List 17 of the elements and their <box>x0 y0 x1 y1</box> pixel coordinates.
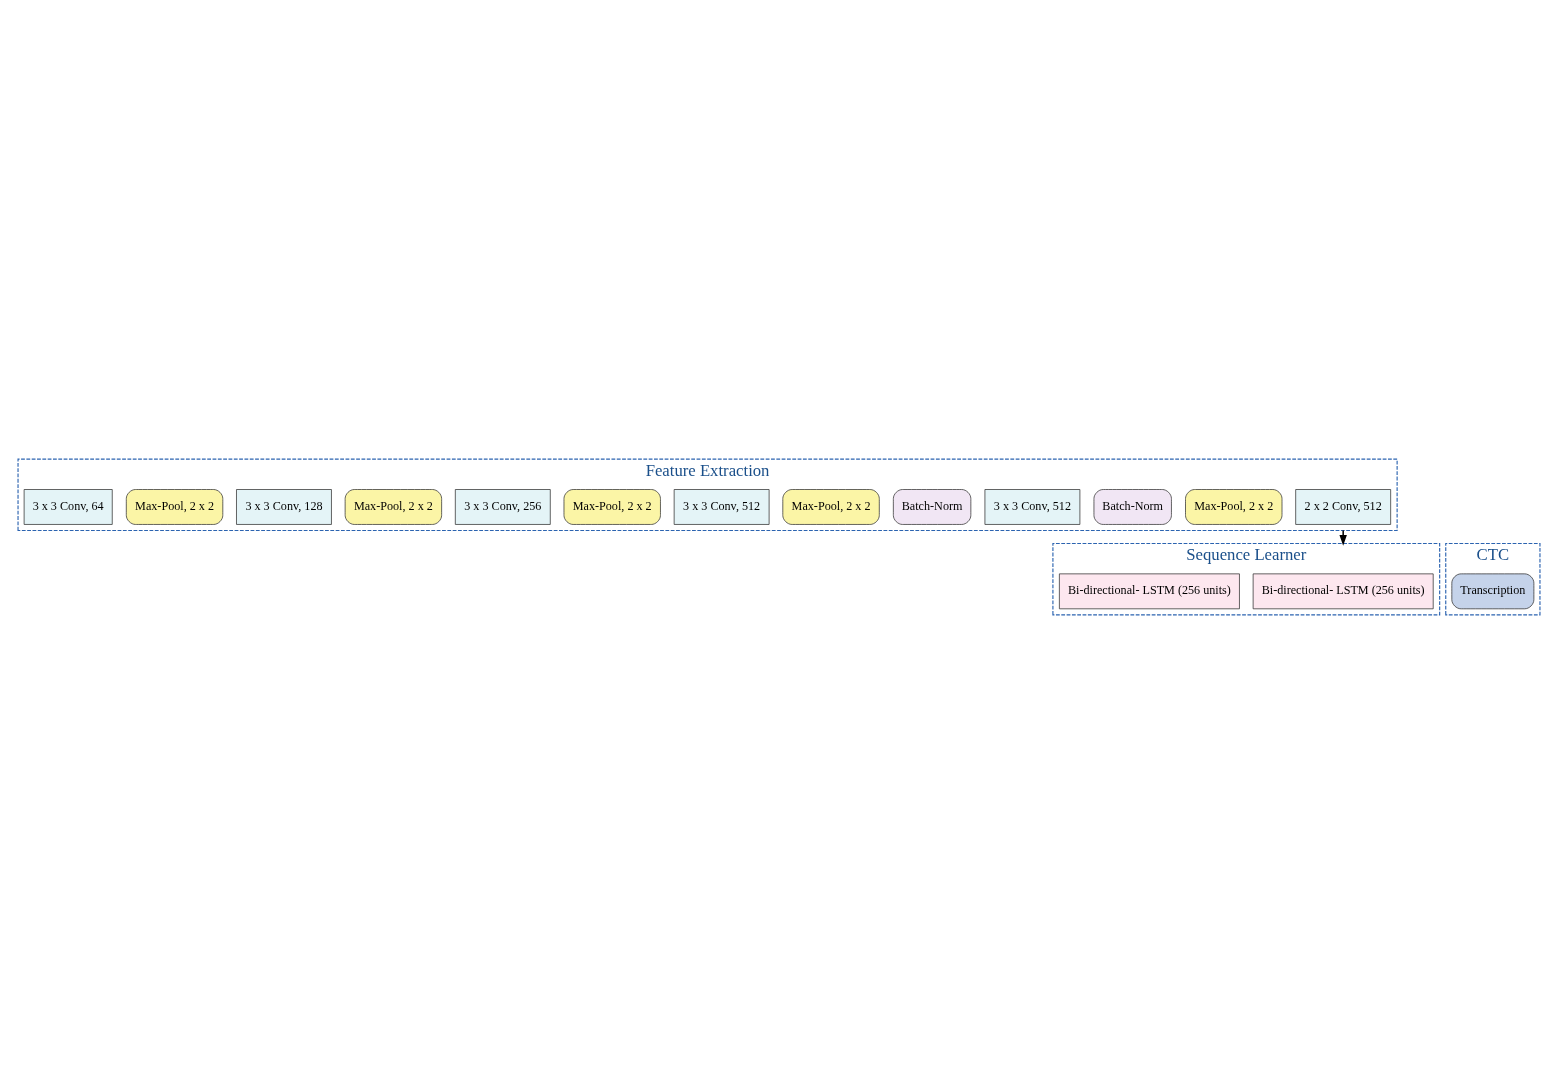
node-box: 3 x 3 Conv, 512 <box>984 489 1081 525</box>
node-box: Bi-directional- LSTM (256 units) <box>1252 573 1434 610</box>
node-box: Max-Pool, 2 x 2 <box>125 489 224 525</box>
node-box: 3 x 3 Conv, 512 <box>673 489 770 525</box>
node-box: 3 x 3 Conv, 128 <box>236 489 332 525</box>
node-box: Max-Pool, 2 x 2 <box>344 489 442 525</box>
node-box: Max-Pool, 2 x 2 <box>782 489 880 525</box>
node-box: 2 x 2 Conv, 512 <box>1295 489 1392 525</box>
arrow <box>1339 529 1347 546</box>
node-box: 3 x 3 Conv, 64 <box>23 489 113 525</box>
node-box: Batch-Norm <box>1093 489 1172 525</box>
node-box: 3 x 3 Conv, 256 <box>454 489 551 525</box>
node-box: Max-Pool, 2 x 2 <box>1185 489 1283 525</box>
node-box: Max-Pool, 2 x 2 <box>563 489 661 525</box>
node-box: Batch-Norm <box>892 489 972 525</box>
node-box: Bi-directional- LSTM (256 units) <box>1059 573 1240 610</box>
node-box: Transcription <box>1451 573 1535 610</box>
